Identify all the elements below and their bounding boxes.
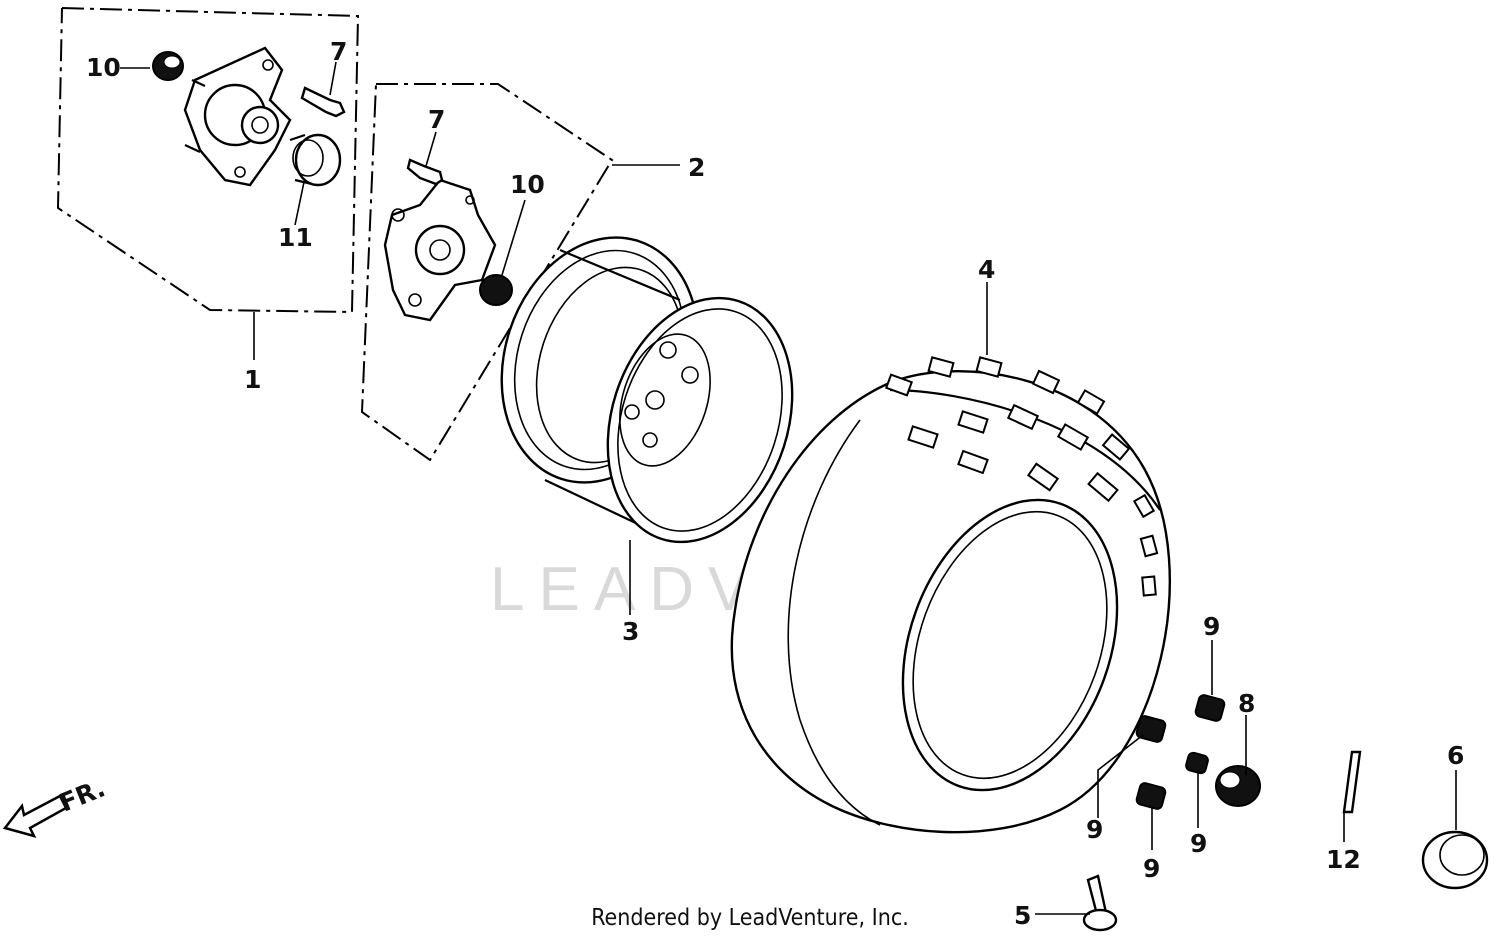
callout-11: 11 [278,223,313,252]
callout-9-b: 9 [1086,815,1103,844]
hub-assembly-group-2 [360,83,680,462]
rim-part-3 [500,236,794,615]
callout-6: 6 [1447,741,1464,770]
callout-7-center: 7 [428,105,445,134]
callout-10-center: 10 [510,170,545,199]
front-direction-arrow: FR. [2,773,109,838]
callout-3: 3 [622,617,639,646]
callout-12: 12 [1326,845,1361,874]
callout-9-a: 9 [1203,612,1220,641]
tire-part-4 [730,282,1171,834]
callout-10-left: 10 [86,53,121,82]
hub-assembly-group-1 [56,7,360,360]
callout-5: 5 [1014,901,1031,930]
callout-2: 2 [688,153,705,182]
callout-9-c: 9 [1190,829,1207,858]
callout-8: 8 [1238,689,1255,718]
small-parts [120,61,1489,932]
footer-credit: Rendered by LeadVenture, Inc. [591,905,909,931]
callout-labels: 1 2 3 4 5 6 7 7 8 9 9 9 9 9 10 10 11 12 [86,37,1464,930]
front-direction-label: FR. [55,773,109,817]
callout-9-d: 9 [1143,854,1160,883]
callout-1: 1 [244,365,261,394]
callout-4: 4 [978,255,995,284]
callout-7-left: 7 [330,37,347,66]
